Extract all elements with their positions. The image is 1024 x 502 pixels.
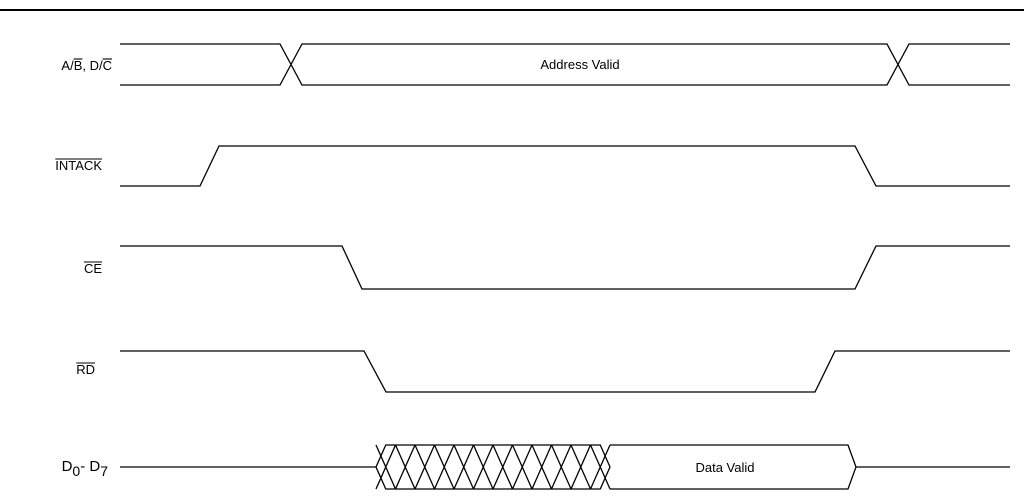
annotation-data-valid: Data Valid <box>695 460 754 475</box>
waveform-ce <box>120 245 1010 290</box>
label-part: CE <box>84 261 102 276</box>
label-part: , D/ <box>82 58 103 73</box>
label-part: D <box>62 458 73 475</box>
waveform-ab-dc <box>120 43 1010 86</box>
signal-ab-dc: A/B, D/C Address Valid <box>61 43 1010 86</box>
waveform-rd <box>120 350 1010 393</box>
waveform-data-transition-hatch <box>375 444 611 490</box>
signal-rd: RD <box>76 350 1010 393</box>
crosshatch-lines <box>375 444 611 490</box>
waveform-data-lines <box>120 444 1010 490</box>
label-part: - D <box>80 458 100 475</box>
signal-label-ce: CE <box>84 261 102 276</box>
label-part: 7 <box>100 463 108 479</box>
label-part: RD <box>76 362 95 377</box>
label-part: INTACK <box>55 158 102 173</box>
signal-label-data: D0- D7 <box>62 458 109 479</box>
signal-data: D0- D7 Data Valid <box>62 444 1010 490</box>
signal-intack: INTACK <box>55 145 1010 187</box>
label-part: A/ <box>61 58 74 73</box>
signal-label-ab-dc: A/B, D/C <box>61 58 112 73</box>
signal-ce: CE <box>83 245 1010 290</box>
signal-label-intack: INTACK <box>55 158 102 173</box>
annotation-address-valid: Address Valid <box>540 57 619 72</box>
label-part: C <box>103 58 112 73</box>
waveform-intack <box>120 145 1010 187</box>
label-part: 0 <box>72 463 80 479</box>
signal-label-rd: RD <box>76 362 95 377</box>
label-part: B <box>74 58 83 73</box>
